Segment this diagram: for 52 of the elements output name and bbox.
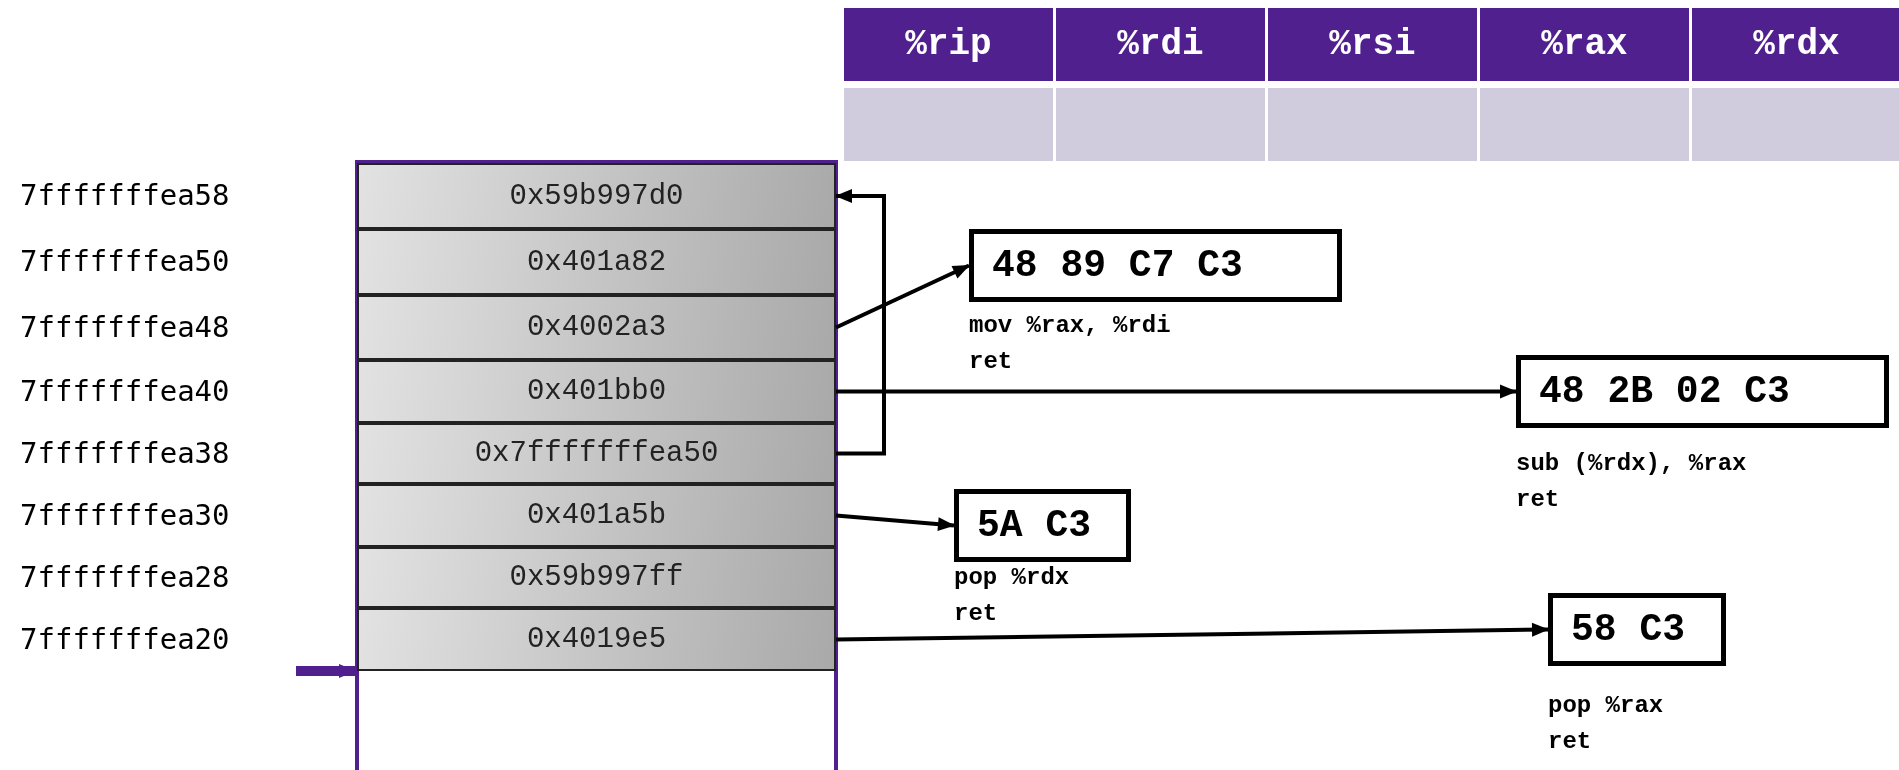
instruction-text: ret — [1516, 485, 1560, 515]
pointer-arrow — [296, 664, 356, 678]
slot-value: 0x4019e5 — [526, 623, 667, 656]
register-name: %rdi — [1056, 8, 1265, 81]
byte-code: 58 C3 — [1571, 608, 1686, 651]
arrow — [836, 384, 1517, 399]
instruction-text: ret — [969, 347, 1013, 377]
slot-value: 0x401bb0 — [526, 375, 667, 408]
register-name: %rip — [844, 8, 1053, 81]
instruction-text: pop %rax — [1548, 691, 1664, 721]
stack-slot — [357, 295, 836, 360]
arrow — [835, 513, 955, 532]
memory-address: 7fffffffea20 — [20, 621, 230, 656]
slot-value: 0x59b997ff — [509, 561, 684, 594]
instruction-text: mov %rax, %rdi — [969, 311, 1171, 341]
arrow — [835, 622, 1549, 642]
register-name: %rsi — [1268, 8, 1477, 81]
slot-value: 0x4002a3 — [526, 311, 667, 344]
stack-frame — [355, 160, 838, 770]
byte-code-box — [969, 229, 1342, 302]
stack-slot — [357, 608, 836, 671]
slot-value: 0x401a82 — [526, 245, 667, 279]
arrow — [835, 189, 886, 456]
memory-address: 7fffffffea38 — [20, 435, 230, 470]
stack-slot — [357, 163, 836, 229]
stack-slot — [357, 229, 836, 295]
stack-slot — [357, 423, 836, 484]
stack-slot — [357, 360, 836, 423]
register-name: %rax — [1480, 8, 1689, 81]
memory-address: 7fffffffea48 — [20, 309, 230, 344]
memory-address: 7fffffffea58 — [20, 178, 230, 212]
stack-slot — [357, 547, 836, 608]
memory-address: 7fffffffea50 — [20, 244, 230, 278]
instruction-text: ret — [954, 599, 998, 629]
slot-value: 0x401a5b — [526, 499, 667, 532]
byte-code-box — [954, 489, 1131, 562]
register-name: %rdx — [1692, 8, 1899, 81]
byte-code-box — [1548, 593, 1726, 666]
instruction-text: ret — [1548, 727, 1592, 757]
stack-slot — [357, 484, 836, 547]
memory-address: 7fffffffea40 — [20, 373, 230, 408]
instruction-text: sub (%rdx), %rax — [1516, 449, 1747, 479]
memory-address: 7fffffffea30 — [20, 497, 230, 532]
slot-value: 0x59b997d0 — [509, 179, 684, 213]
byte-code: 5A C3 — [977, 504, 1092, 547]
memory-address: 7fffffffea28 — [20, 559, 230, 594]
arrow — [835, 263, 970, 330]
byte-code: 48 89 C7 C3 — [992, 244, 1243, 287]
instruction-text: pop %rdx — [954, 563, 1070, 593]
slot-value: 0x7fffffffea50 — [474, 437, 719, 470]
byte-code-box — [1516, 355, 1889, 428]
byte-code: 48 2B 02 C3 — [1539, 370, 1790, 413]
